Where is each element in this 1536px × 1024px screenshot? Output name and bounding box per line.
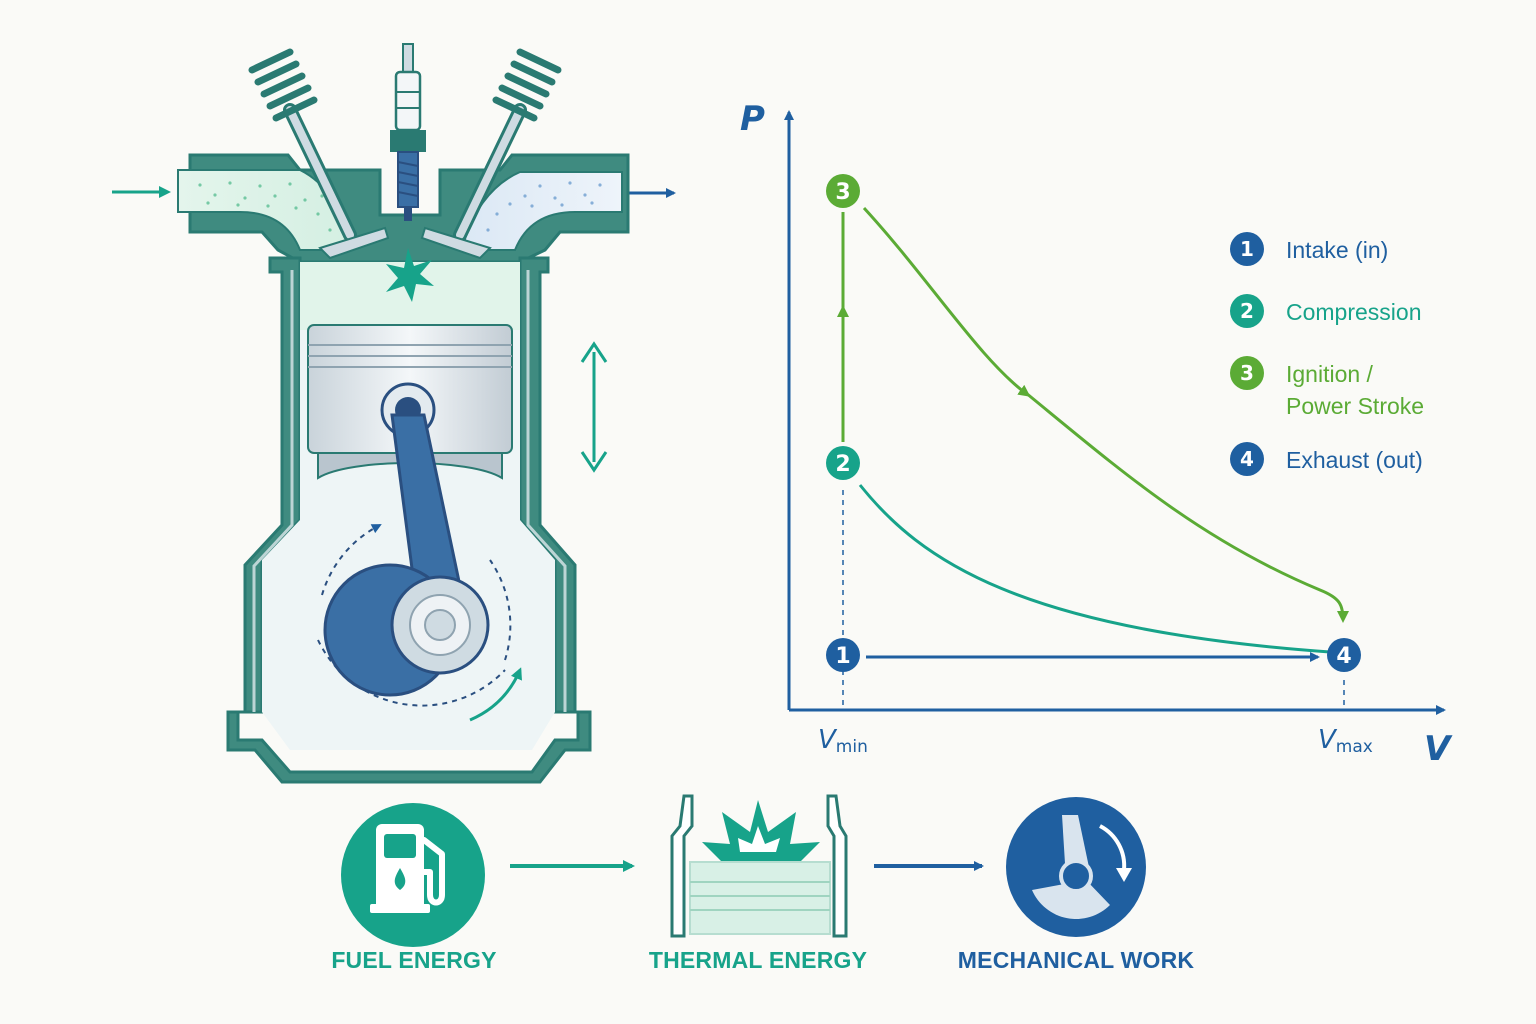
rotation-arrow-icon [317, 524, 522, 722]
svg-text:2: 2 [835, 452, 850, 477]
svg-text:1: 1 [835, 644, 850, 669]
legend-item-intake: 1 Intake (in) [1230, 232, 1388, 266]
mechanical-work-label: MECHANICAL WORK [958, 947, 1195, 973]
legend-item-ignition: 3 Ignition / Power Stroke [1230, 356, 1424, 419]
exhaust-valve [420, 48, 562, 260]
vmax-label: Vmax [1318, 725, 1373, 757]
y-axis-label: P [740, 99, 765, 139]
legend-item-exhaust: 4 Exhaust (out) [1230, 442, 1423, 476]
crankshaft [323, 413, 490, 697]
svg-text:Intake (in): Intake (in) [1286, 237, 1388, 263]
energy-flow: FUEL ENERGY THERMAL ENERGY MECHANICAL WO… [331, 794, 1195, 973]
thermal-energy-label: THERMAL ENERGY [649, 947, 867, 973]
engine-illustration [112, 43, 676, 784]
svg-text:4: 4 [1240, 447, 1254, 471]
combustion-icon [670, 794, 848, 938]
svg-text:3: 3 [835, 180, 850, 205]
fuel-pump-icon [341, 803, 485, 947]
state-point-4: 4 [1327, 638, 1361, 672]
spark-plug [390, 43, 426, 221]
expansion-curve-tail [1025, 391, 1349, 623]
expansion-curve [862, 206, 1031, 397]
svg-text:4: 4 [1336, 644, 1351, 669]
vmin-label: Vmin [818, 725, 868, 757]
x-axis-label: V [1424, 729, 1453, 769]
spark-icon [386, 248, 434, 302]
state-point-2: 2 [826, 446, 860, 480]
svg-text:Exhaust (out): Exhaust (out) [1286, 447, 1423, 473]
crankshaft-icon [1006, 797, 1146, 937]
up-down-arrow-icon [580, 341, 608, 473]
legend-item-compression: 2 Compression [1230, 294, 1422, 328]
legend: 1 Intake (in) 2 Compression 3 Ignition /… [1230, 232, 1424, 476]
svg-text:3: 3 [1240, 361, 1254, 385]
pv-diagram: P V Vmin Vmax 1 2 3 4 [740, 99, 1453, 769]
intake-valve [248, 48, 390, 260]
state-point-3: 3 [826, 174, 860, 208]
svg-text:Compression: Compression [1286, 299, 1422, 325]
cylinder-head [177, 153, 630, 264]
svg-text:Power Stroke: Power Stroke [1286, 393, 1424, 419]
svg-text:1: 1 [1240, 237, 1254, 261]
exhaust-curve [858, 484, 1331, 654]
svg-text:2: 2 [1240, 299, 1254, 323]
fuel-energy-label: FUEL ENERGY [331, 947, 496, 973]
state-point-1: 1 [826, 638, 860, 672]
svg-text:Ignition /: Ignition / [1286, 361, 1374, 387]
